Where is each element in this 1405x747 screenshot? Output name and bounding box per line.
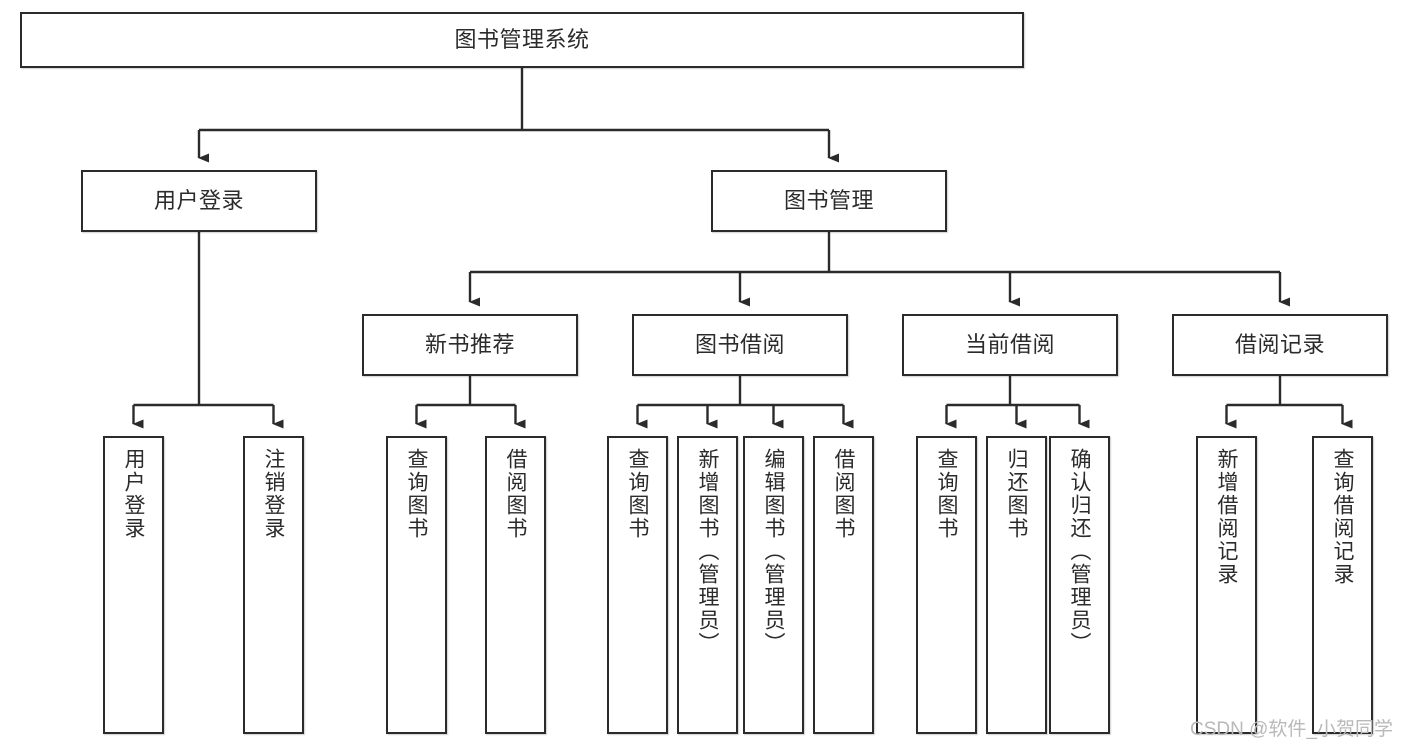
node-leaf-borrow-book-2[interactable]: 借阅图书: [813, 436, 874, 734]
node-label: 新增借阅记录: [1215, 448, 1238, 586]
node-new-book-recommend[interactable]: 新书推荐: [362, 314, 578, 376]
node-leaf-edit-book[interactable]: 编辑图书（管理员）: [743, 436, 804, 734]
node-label: 查询图书: [935, 448, 958, 540]
node-book-borrow[interactable]: 图书借阅: [632, 314, 848, 376]
node-label: 确认归还（管理员）: [1068, 448, 1091, 655]
node-leaf-query-book-1[interactable]: 查询图书: [386, 436, 447, 734]
node-leaf-add-book[interactable]: 新增图书（管理员）: [677, 436, 738, 734]
node-label: 当前借阅: [964, 332, 1055, 358]
node-label: 借阅记录: [1234, 332, 1325, 358]
node-leaf-user-login[interactable]: 用户登录: [103, 436, 164, 734]
node-user-login[interactable]: 用户登录: [81, 170, 317, 232]
node-leaf-logout[interactable]: 注销登录: [243, 436, 304, 734]
node-label: 用户登录: [122, 448, 145, 540]
node-label: 注销登录: [262, 448, 285, 540]
node-label: 编辑图书（管理员）: [762, 448, 785, 655]
node-current-borrow[interactable]: 当前借阅: [902, 314, 1118, 376]
node-label: 查询图书: [626, 448, 649, 540]
node-label: 归还图书: [1005, 448, 1028, 540]
node-book-management[interactable]: 图书管理: [711, 170, 947, 232]
node-label: 新增图书（管理员）: [696, 448, 719, 655]
node-label: 新书推荐: [424, 332, 515, 358]
node-label: 图书管理系统: [454, 27, 590, 53]
node-leaf-query-book-3[interactable]: 查询图书: [916, 436, 977, 734]
node-label: 查询图书: [405, 448, 428, 540]
node-label: 图书管理: [783, 188, 874, 214]
node-borrow-record[interactable]: 借阅记录: [1172, 314, 1388, 376]
node-leaf-borrow-book-1[interactable]: 借阅图书: [485, 436, 546, 734]
node-label: 查询借阅记录: [1331, 448, 1354, 586]
node-leaf-add-record[interactable]: 新增借阅记录: [1196, 436, 1257, 734]
node-root[interactable]: 图书管理系统: [20, 12, 1024, 68]
node-label: 借阅图书: [832, 448, 855, 540]
node-label: 图书借阅: [694, 332, 785, 358]
csdn-watermark: CSDN @软件_小贺同学: [1190, 719, 1393, 740]
node-leaf-query-record[interactable]: 查询借阅记录: [1312, 436, 1373, 734]
node-leaf-confirm-return[interactable]: 确认归还（管理员）: [1049, 436, 1110, 734]
node-label: 借阅图书: [504, 448, 527, 540]
node-label: 用户登录: [153, 188, 244, 214]
node-leaf-query-book-2[interactable]: 查询图书: [607, 436, 668, 734]
node-leaf-return-book[interactable]: 归还图书: [986, 436, 1047, 734]
